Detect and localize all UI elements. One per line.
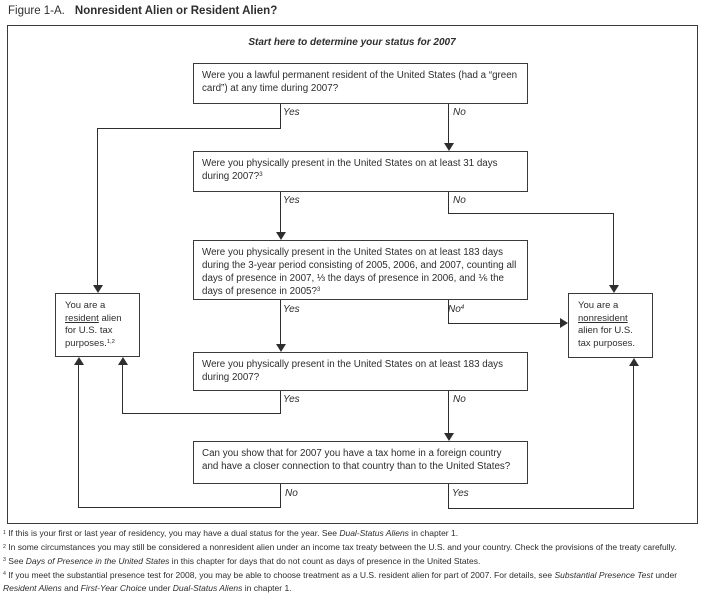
label-q4-no: No: [453, 394, 466, 405]
arrow-right-icon: [560, 318, 568, 328]
label-q4-yes: Yes: [283, 394, 300, 405]
question-183-days-3year: Were you physically present in the Unite…: [193, 240, 528, 300]
footnote-1: 1 If this is your first or last year of …: [3, 528, 459, 538]
footnotes: 1 If this is your first or last year of …: [3, 528, 701, 595]
figure-label: Figure 1-A.: [8, 5, 65, 17]
label-q5-no: No: [285, 488, 298, 499]
connector-line: [280, 391, 281, 413]
connector-line: [280, 300, 281, 345]
connector-line: [97, 128, 98, 286]
footnote-4: 4 If you meet the substantial presence t…: [3, 569, 678, 593]
label-q1-yes: Yes: [283, 107, 300, 118]
arrow-down-icon: [609, 285, 619, 293]
connector-line: [448, 323, 561, 324]
result-nonresident-alien: You are a nonresident alien for U.S. tax…: [568, 293, 653, 358]
arrow-up-icon: [629, 358, 639, 366]
connector-line: [280, 484, 281, 507]
figure-title: Figure 1-A. Nonresident Alien or Resident…: [8, 5, 277, 17]
connector-line: [280, 192, 281, 234]
connector-line: [633, 365, 634, 509]
arrow-down-icon: [93, 285, 103, 293]
label-q3-yes: Yes: [283, 304, 300, 315]
footnote-3: 3 See Days of Presence in the United Sta…: [3, 555, 481, 566]
label-q5-yes: Yes: [452, 488, 469, 499]
label-q3-no: No4: [448, 304, 465, 315]
connector-line: [448, 484, 449, 508]
arrow-down-icon: [444, 143, 454, 151]
start-instruction: Start here to determine your status for …: [248, 37, 456, 48]
question-31-days: Were you physically present in the Unite…: [193, 151, 528, 192]
connector-line: [448, 300, 449, 323]
figure-heading: Nonresident Alien or Resident Alien?: [74, 5, 278, 17]
connector-line: [122, 413, 281, 414]
question-183-days-2007: Were you physically present in the Unite…: [193, 352, 528, 391]
connector-line: [448, 192, 449, 213]
connector-line: [613, 213, 614, 286]
connector-line: [122, 364, 123, 414]
label-q2-no: No: [453, 195, 466, 206]
question-green-card: Were you a lawful permanent resident of …: [193, 63, 528, 104]
arrow-down-icon: [276, 232, 286, 240]
label-q2-yes: Yes: [283, 195, 300, 206]
connector-line: [78, 364, 79, 508]
connector-line: [448, 104, 449, 144]
arrow-down-icon: [444, 433, 454, 441]
connector-line: [280, 104, 281, 128]
question-tax-home: Can you show that for 2007 you have a ta…: [193, 441, 528, 484]
result-resident-alien: You are a resident alien for U.S. tax pu…: [55, 293, 140, 357]
connector-line: [448, 508, 634, 509]
arrow-up-icon: [74, 357, 84, 365]
connector-line: [448, 213, 614, 214]
connector-line: [448, 391, 449, 434]
connector-line: [97, 128, 281, 129]
connector-line: [78, 507, 281, 508]
footnote-2: 2 In some circumstances you may still be…: [3, 541, 677, 552]
arrow-down-icon: [276, 344, 286, 352]
label-q1-no: No: [453, 107, 466, 118]
arrow-up-icon: [118, 357, 128, 365]
